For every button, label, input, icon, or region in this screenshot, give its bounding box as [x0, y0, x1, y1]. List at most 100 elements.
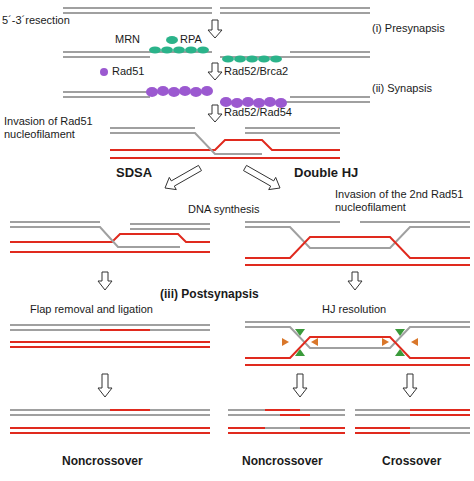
sdsa-broken: [10, 221, 100, 223]
crossover-product: [355, 410, 470, 433]
noncrossover-dhj: [228, 427, 345, 429]
process-arrow: [208, 63, 222, 80]
cut-site-triangle: [295, 329, 405, 356]
rad51-molecule: [157, 86, 169, 96]
rad51-molecule: [190, 87, 202, 97]
cut-site-triangle: [395, 329, 405, 336]
protein-label: MRN: [115, 33, 140, 46]
nucleofilament-dna: [290, 96, 370, 98]
donor-duplex: [110, 157, 340, 159]
ligated-patch: [10, 346, 210, 348]
pathway-title: SDSA: [116, 166, 152, 179]
invading-strand: [245, 132, 340, 134]
outcome-label: Crossover: [382, 455, 441, 468]
crossover-product: [410, 432, 470, 434]
process-arrow: [208, 105, 222, 122]
dhj-broken: [245, 222, 470, 248]
outcome-label: Noncrossover: [242, 455, 323, 468]
invading-strand: [110, 128, 340, 154]
ligated-product: [10, 329, 210, 331]
cut-site-arrowhead: [282, 338, 289, 346]
step-label: HJ resolution: [322, 303, 386, 316]
nucleofilament-dna: [63, 96, 150, 98]
process-arrow: [403, 374, 417, 397]
stage-title: (i) Presynapsis: [372, 22, 445, 35]
cut-site-triangle: [295, 329, 305, 336]
process-arrow: [208, 20, 222, 38]
rpa-molecule: [149, 47, 161, 54]
crossover-product: [410, 414, 470, 416]
noncrossover-sdsa: [110, 409, 150, 411]
noncrossover-dhj: [265, 427, 300, 429]
rpa-molecule: [149, 36, 282, 63]
hj-resolution-red: [245, 364, 470, 366]
cut-site-triangle: [395, 349, 405, 356]
protein-label: Rad52/Brca2: [224, 65, 288, 78]
process-arrow: [244, 165, 281, 189]
rpa-molecule: [161, 47, 173, 54]
dhj-donor: [245, 237, 470, 258]
step-label: DNA synthesis: [188, 203, 260, 216]
invading-strand: [245, 127, 340, 129]
step-label: Invasion of Rad51 nucleofilament: [4, 115, 104, 141]
stage-title: (iii) Postsynapsis: [160, 288, 259, 301]
rpa-molecule: [222, 56, 234, 63]
donor-duplex: [110, 140, 340, 158]
rpa-molecule: [173, 47, 185, 54]
ligated-product: [10, 325, 210, 330]
pathway-title: Double HJ: [294, 166, 358, 179]
rad51-molecule: [100, 68, 108, 76]
process-arrow: [98, 374, 112, 397]
broken-dsdna: [220, 12, 370, 14]
ligated-patch: [100, 329, 150, 331]
noncrossover-sdsa: [10, 427, 210, 429]
protein-label: Rad51: [112, 65, 144, 78]
ligated-patch: [10, 341, 210, 343]
cut-site-arrowhead: [311, 338, 318, 346]
noncrossover-sdsa: [10, 414, 210, 416]
dhj-donor: [245, 264, 470, 266]
rad51-molecule: [201, 86, 213, 96]
invading-strand: [110, 133, 262, 154]
sdsa-broken: [130, 223, 210, 225]
rad51-molecule: [179, 86, 191, 96]
sdsa-donor: [10, 251, 210, 253]
resected-dna: [63, 52, 370, 57]
step-label: Invasion of the 2nd Rad51 nucleofilament: [335, 188, 470, 214]
crossover-product: [355, 432, 410, 434]
process-arrow: [165, 165, 202, 189]
noncrossover-dhj: [228, 414, 345, 416]
ligated-product: [10, 324, 210, 326]
outcome-label: Noncrossover: [62, 455, 143, 468]
sdsa-broken: [10, 222, 210, 247]
nucleofilament-dna: [290, 101, 370, 103]
donor-duplex: [110, 140, 340, 150]
noncrossover-dhj: [265, 409, 300, 411]
process-arrow: [98, 272, 112, 290]
noncrossover-dhj: [280, 414, 310, 416]
noncrossover-dhj: [228, 410, 345, 433]
hj-resolution-gray: [245, 321, 470, 323]
rpa-molecule: [258, 56, 270, 63]
rad51-molecule: [242, 97, 254, 107]
cut-site-triangle: [295, 349, 305, 356]
rpa-molecule: [246, 56, 258, 63]
rpa-molecule: [234, 56, 246, 63]
broken-dsdna: [63, 7, 212, 9]
protein-label: Rad52/Rad54: [224, 106, 292, 119]
dhj-donor: [245, 237, 470, 265]
hj-resolution-red: [245, 337, 470, 358]
cut-site-arrowhead: [382, 338, 389, 346]
crossover-product: [410, 409, 470, 411]
crossover-product: [355, 414, 410, 416]
nucleofilament-dna: [63, 92, 370, 102]
resected-dna: [63, 56, 150, 58]
noncrossover-dhj: [228, 432, 345, 434]
rpa-molecule: [185, 47, 197, 54]
resected-dna: [290, 51, 370, 53]
dhj-broken: [360, 221, 470, 223]
step-label: 5´-3´resection: [2, 14, 70, 27]
crossover-product: [355, 409, 410, 411]
process-arrow: [293, 374, 307, 397]
